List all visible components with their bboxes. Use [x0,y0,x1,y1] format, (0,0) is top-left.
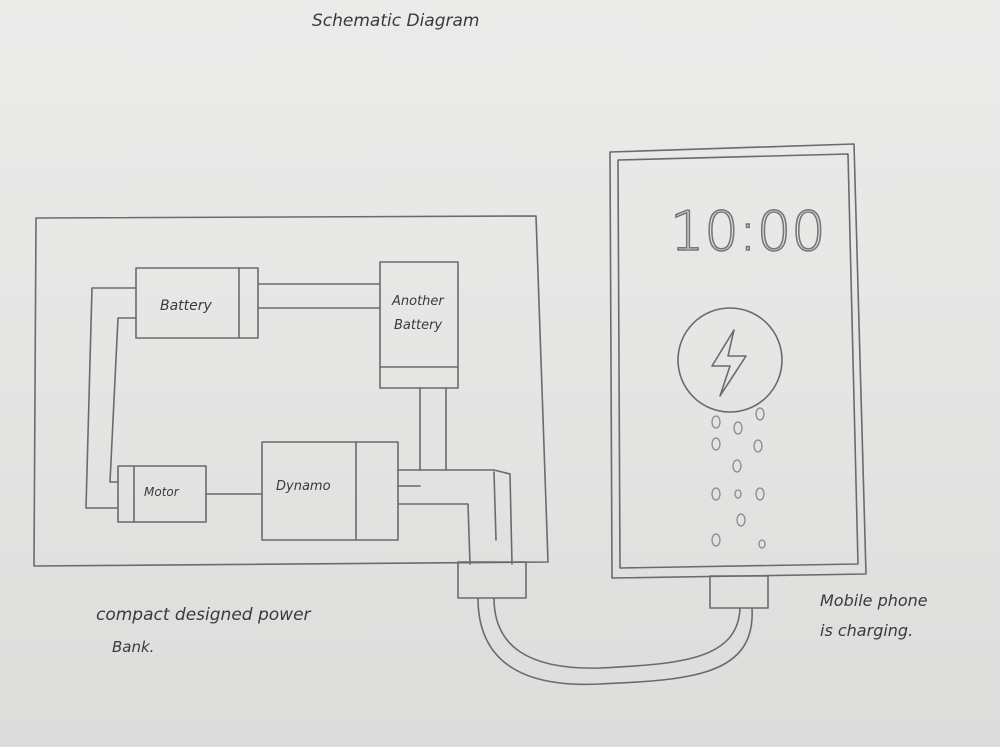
power-bank-box [33,215,549,567]
diagram-title: Schematic Diagram [312,11,479,31]
power-bank-caption-line2: Bank. [112,638,154,656]
motor-block: Motor [117,465,207,523]
power-bank-output-port [457,561,527,599]
phone-charging-port [709,575,769,609]
battery-link-wires [257,283,381,309]
battery-label: Battery [160,298,213,314]
power-bank-caption-line1: compact designed power [96,605,312,625]
output-wiring [397,387,513,565]
phone-caption-line1: Mobile phone [820,591,928,610]
another-battery-block: Another Battery [379,261,459,389]
phone-clock: 10:00 [670,200,826,263]
another-battery-label-line1: Another [391,294,445,309]
lightning-bolt-icon [677,307,783,413]
dynamo-block: Dynamo [261,441,399,541]
charging-cable [477,597,753,686]
left-loop-wires [85,287,137,509]
dynamo-label: Dynamo [276,479,331,494]
charging-dots [711,407,766,549]
another-battery-label-line2: Battery [394,318,442,333]
phone-caption-line2: is charging. [820,621,913,640]
mobile-phone [609,143,867,609]
motor-label: Motor [144,485,180,499]
battery-block: Battery [135,267,259,339]
